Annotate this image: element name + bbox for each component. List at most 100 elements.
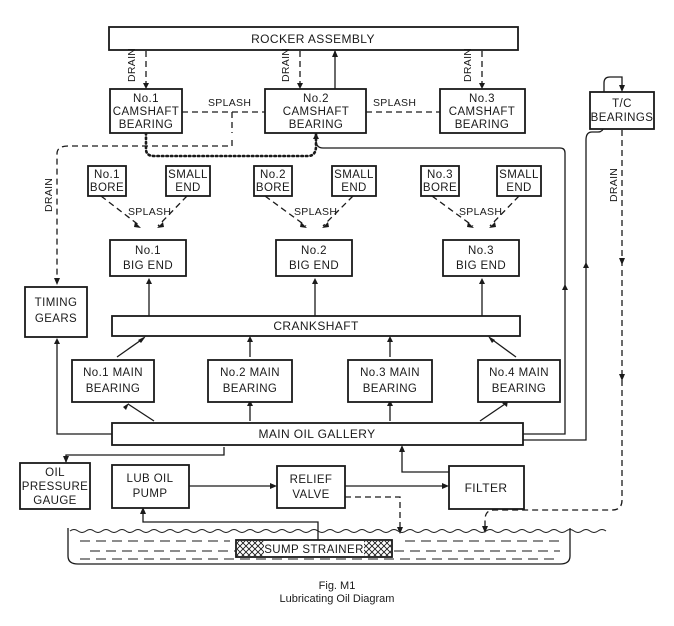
arrow-head (312, 278, 318, 284)
small3-line-1: SMALL (499, 169, 539, 181)
rocker-assembly-label: ROCKER ASSEMBLY (251, 32, 375, 46)
arrow-head (247, 336, 253, 342)
arrow-head (489, 222, 496, 228)
big2-line-2: BIG END (289, 260, 339, 272)
main-bearing-2: No.2 MAIN BEARING (207, 359, 293, 403)
big-end-2-box: No.2 BIG END (275, 239, 353, 277)
main4-line-2: BEARING (492, 383, 547, 395)
camshaft-bearing-1: No.1 CAMSHAFT BEARING (109, 88, 183, 134)
big2-line-1: No.2 (301, 245, 327, 257)
arrow-head (146, 278, 152, 284)
main-bearing-4: No.4 MAIN BEARING (477, 359, 561, 403)
arrow-head (134, 222, 141, 228)
arrow-head (387, 336, 393, 342)
bore1-line-2: BORE (90, 182, 124, 194)
tc-line-2: BEARINGS (591, 112, 654, 124)
figure-caption: Fig. M1 Lubricating Oil Diagram (0, 580, 674, 606)
arrow-head (300, 222, 307, 228)
main2-line-1: No.2 MAIN (220, 367, 280, 379)
arrow-head (297, 83, 303, 89)
arrow-head (397, 527, 403, 534)
arrow-head (63, 456, 69, 463)
big1-line-2: BIG END (123, 260, 173, 272)
pump-line-2: PUMP (133, 488, 168, 500)
main-bearing-3: No.3 MAIN BEARING (347, 359, 433, 403)
arrow-head (247, 400, 253, 406)
small-end-2-box: SMALL END (331, 165, 377, 197)
flow-labels: DRAIN DRAIN DRAIN DRAIN DRAIN SPLASH SPL… (43, 48, 620, 218)
arrow-head (123, 403, 129, 410)
gallery-to-gauge-line (65, 447, 225, 462)
sump-tank: SUMP STRAINER (67, 528, 607, 565)
relief-to-sump-drain (345, 496, 401, 532)
arrow-head (332, 50, 338, 57)
small-end-1-box: SMALL END (165, 165, 211, 197)
cam3-line-2: CAMSHAFT (449, 106, 515, 118)
big1-line-1: No.1 (135, 245, 161, 257)
tc-drain-to-sump (484, 130, 623, 530)
splash-label: SPLASH (373, 97, 416, 109)
crankshaft-label: CRANKSHAFT (273, 319, 359, 333)
tc-bearings-box: T/C BEARINGS (589, 91, 655, 130)
splash-small1-big1 (157, 195, 188, 227)
splash-bore1-big1 (100, 195, 141, 227)
drain-label: DRAIN (280, 48, 292, 82)
bore3-line-2: BORE (423, 182, 457, 194)
lub-oil-pump-box: LUB OIL PUMP (111, 464, 190, 509)
bore1-line-1: No.1 (94, 169, 120, 181)
splash-label: SPLASH (208, 97, 251, 109)
main-gallery-label: MAIN OIL GALLERY (258, 427, 375, 441)
arrow-head (488, 336, 495, 343)
drain-label: DRAIN (43, 178, 55, 212)
rocker-assembly-box: ROCKER ASSEMBLY (108, 26, 519, 51)
sump-strainer-box (235, 539, 393, 558)
small2-line-1: SMALL (334, 169, 374, 181)
main3-line-1: No.3 MAIN (360, 367, 420, 379)
big3-line-1: No.3 (468, 245, 494, 257)
strainer-mesh-left (237, 541, 264, 556)
arrow-head (140, 507, 146, 514)
arrow-head (482, 526, 488, 533)
splash-label: SPLASH (128, 206, 171, 218)
drain-label: DRAIN (608, 168, 620, 202)
filter-to-gallery-line (401, 447, 449, 473)
main1-line-2: BEARING (86, 383, 141, 395)
big3-line-2: BIG END (456, 260, 506, 272)
main4-to-crank (489, 337, 517, 358)
cam2-line-3: BEARING (289, 119, 344, 131)
bore-2-box: No.2 BORE (253, 165, 293, 197)
arrow-head (479, 278, 485, 284)
small2-line-2: END (341, 182, 366, 194)
arrow-head (157, 222, 164, 228)
gallery-to-tc-line (523, 76, 623, 441)
main-oil-gallery-box: MAIN OIL GALLERY (111, 422, 524, 446)
relief-valve-box: RELIEF VALVE (276, 465, 346, 509)
arrow-head (467, 222, 474, 228)
arrow-head (619, 85, 625, 92)
main4-line-1: No.4 MAIN (489, 367, 549, 379)
bore2-line-2: BORE (256, 182, 290, 194)
arrow-head (562, 284, 568, 290)
lubricating-oil-diagram: SUMP STRAINER ROCKER ASSEMBLY No.1 CAMSH… (19, 26, 655, 565)
tc-line-1: T/C (612, 98, 632, 110)
arrow-head (270, 483, 277, 489)
strainer-mesh-right (364, 541, 391, 556)
small1-line-1: SMALL (168, 169, 208, 181)
gauge-line-1: OIL (45, 467, 65, 479)
gallery-to-timing-line (56, 340, 112, 435)
small-end-3-box: SMALL END (496, 165, 542, 197)
splash-small2-big2 (322, 195, 354, 227)
drain-label: DRAIN (462, 48, 474, 82)
splash-label: SPLASH (294, 206, 337, 218)
arrow-head (138, 336, 146, 343)
timing-gears-box: TIMING GEARS (24, 286, 88, 338)
small3-line-2: END (506, 182, 531, 194)
arrow-head (54, 338, 60, 344)
filter-box: FILTER (448, 465, 525, 510)
arrow-head (399, 445, 405, 452)
arrow-head (442, 483, 449, 489)
splash-label: SPLASH (459, 206, 502, 218)
sump-to-pump-line (142, 510, 319, 545)
bore-3-box: No.3 BORE (420, 165, 460, 197)
figure-number: Fig. M1 (318, 580, 356, 592)
